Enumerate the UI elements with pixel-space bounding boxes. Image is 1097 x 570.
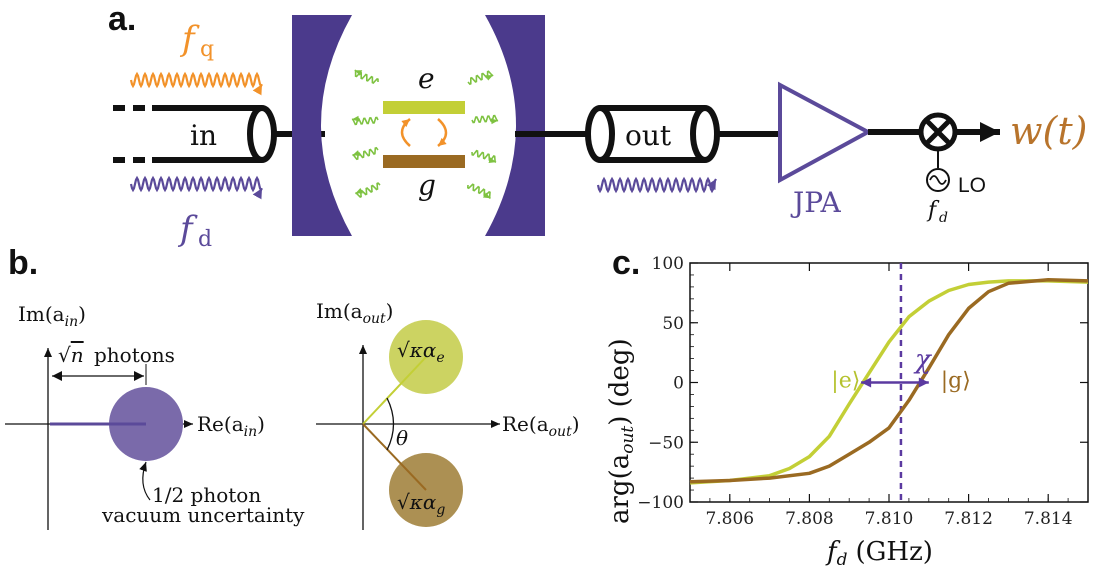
phase-response-chart: 7.806 7.808 7.810 7.812 7.814 100 50 0 −50 −100 χ |… [637, 254, 1089, 529]
sqrt-n-label: √n [58, 343, 84, 367]
x-axis-label: fd(GHz) [825, 537, 933, 570]
fd-subscript: d [198, 227, 212, 252]
output-coax [515, 105, 780, 163]
fq-subscript: q [200, 37, 214, 62]
re-in-label: Re(ain) [197, 412, 265, 440]
y-axis-label: arg(aout) (deg) [605, 338, 638, 524]
uncertainty-line-2: vacuum uncertainty [101, 503, 305, 527]
im-in-label: Im(ain) [18, 302, 86, 330]
photon-wiggle [466, 183, 491, 199]
panel-b: b. Im(ain) Re(ain) √n photons 1/2 photon… [5, 244, 580, 530]
input-phase-space: Im(ain) Re(ain) √n photons 1/2 photon va… [5, 302, 305, 530]
jpa-amplifier [778, 81, 873, 184]
output-signal-label: w(t) [1010, 109, 1087, 153]
cavity-mirror-left [292, 15, 352, 236]
jpa-label: JPA [790, 186, 841, 219]
qubit-drive-wave [129, 71, 263, 96]
x-tick-label: 7.812 [944, 509, 993, 529]
panel-a-label: a. [108, 0, 136, 38]
lo-freq-symbol: f [926, 198, 940, 223]
uncertainty-pointer [139, 461, 151, 501]
y-tick-label: 100 [652, 254, 684, 274]
input-label: in [190, 119, 217, 152]
emitted-photons [351, 69, 499, 199]
ground-level-bar [383, 155, 465, 168]
y-tick-label: −100 [637, 493, 684, 513]
photon-wiggle [351, 115, 379, 126]
series-excited-line [689, 279, 1089, 485]
excited-vector [362, 356, 427, 425]
state-e-label: |e⟩ [831, 368, 860, 393]
y-tick-label: 50 [662, 314, 684, 334]
theta-label: θ [396, 426, 408, 450]
theta-arc [386, 397, 395, 451]
photon-wiggle [471, 114, 499, 125]
transition-arrow-up [400, 118, 411, 147]
im-out-label: Im(aout) [316, 299, 393, 327]
fq-symbol: f [179, 19, 200, 59]
panel-c: c. 7.806 7.808 7.810 7.812 7.814 100 50 0 −50 −10… [605, 244, 1089, 570]
y-tick-label: −50 [648, 433, 684, 453]
photon-wiggle [352, 146, 379, 161]
x-tick-label: 7.808 [785, 509, 834, 529]
photon-wiggle [354, 182, 381, 198]
panel-c-label: c. [612, 244, 640, 282]
output-wave [596, 176, 717, 194]
output-label: out [625, 119, 672, 152]
photon-wiggle [471, 149, 497, 163]
photon-span-arrowheads [52, 371, 144, 381]
mixer-icon [918, 112, 958, 152]
fd-symbol: f [177, 209, 198, 249]
photons-label: photons [94, 343, 175, 367]
ground-vector [362, 423, 427, 491]
excited-state-label: e [418, 62, 435, 95]
uncertainty-line-1: 1/2 photon [152, 483, 261, 507]
lo-label: LO [958, 174, 986, 197]
panel-b-label: b. [8, 244, 38, 282]
photon-wiggle [467, 70, 494, 86]
re-out-label: Re(aout) [502, 412, 580, 440]
cavity-drive-wave [129, 175, 263, 200]
x-tick-label: 7.806 [705, 509, 754, 529]
photon-wiggle [354, 69, 379, 84]
state-g-label: |g⟩ [941, 368, 971, 393]
output-phase-space: θ Im(aout) Re(aout) √καe √καg [316, 299, 580, 530]
series-ground-line [689, 277, 1089, 484]
excited-level-bar [383, 101, 465, 114]
lo-freq-subscript: d [939, 210, 948, 226]
x-tick-label: 7.810 [865, 509, 914, 529]
transition-arrow-down [437, 118, 448, 147]
ground-state-label: g [418, 169, 436, 202]
cavity-mirror-right [485, 15, 545, 236]
chi-label: χ [913, 345, 933, 375]
local-oscillator-icon [926, 168, 950, 192]
x-tick-label: 7.814 [1024, 509, 1073, 529]
y-tick-label: 0 [673, 374, 684, 394]
panel-a: a. f q in f d e g [108, 0, 1087, 252]
